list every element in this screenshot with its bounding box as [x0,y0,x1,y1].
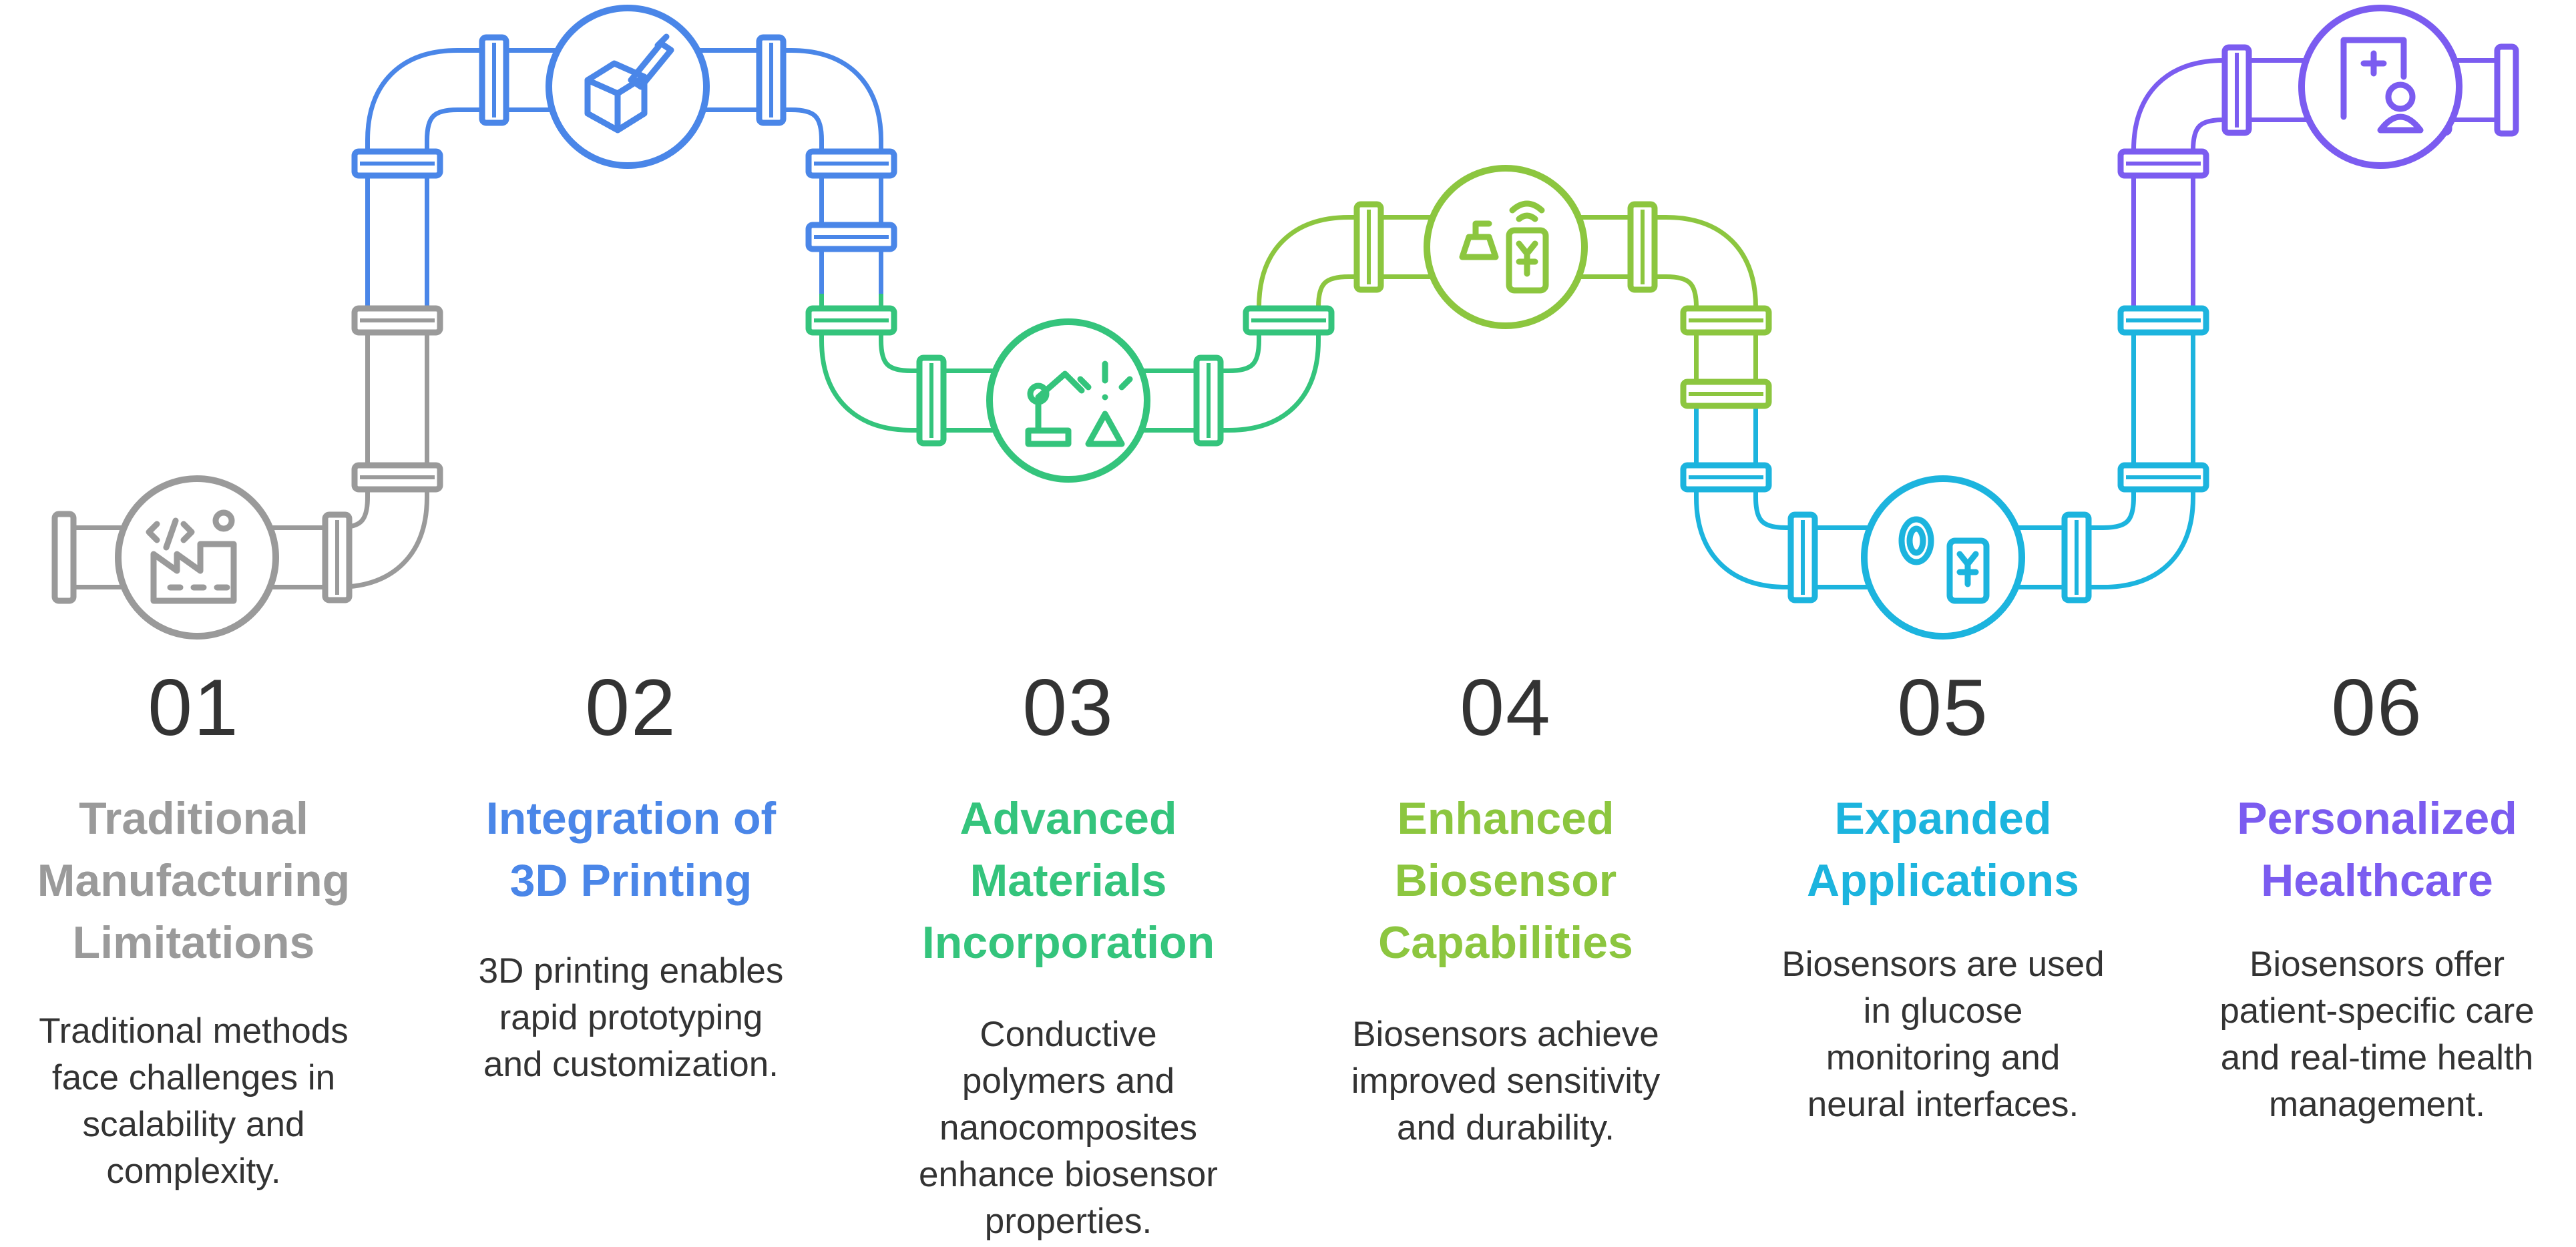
fingerprint-outer [1898,516,1934,565]
factory-shape [150,541,237,604]
step-description: Biosensors achieve improved sensitivity … [1319,1011,1693,1152]
desc-line: 3D printing enables [478,951,784,991]
step-title: Personalized Healthcare [2190,788,2564,912]
title-line: Personalized [2237,793,2517,844]
arm-shape [1025,370,1085,447]
desc-line: monitoring and [1826,1038,2061,1077]
wireless-sensor-icon [1424,165,1588,329]
pipe-segment-6-inner [2136,63,2511,314]
step-number: 05 [1897,663,1989,752]
step-number: 01 [148,663,240,752]
desc-line: complexity. [106,1152,281,1191]
title-line: Healthcare [2261,855,2493,906]
icon-circle [1861,475,2025,640]
3d-printer-icon [546,5,710,169]
desc-line: and real-time health [2220,1038,2534,1077]
desc-line: improved sensitivity [1351,1061,1661,1101]
step-icons [115,5,2462,640]
cone-shape [1085,411,1125,447]
desc-line: Biosensors are used [1781,945,2105,984]
phone-shape [1946,537,1990,604]
yen-symbol [1956,551,1979,587]
medical-patient-icon [2298,5,2462,169]
desc-line: Traditional methods [39,1011,349,1051]
title-line: Incorporation [921,917,1215,968]
step-title: Advanced Materials Incorporation [881,788,1255,974]
title-line: Traditional [79,793,308,844]
nozzle-shape [628,33,674,90]
pipe-end-flange-left [51,511,77,604]
fingerprint-phone-icon [1861,475,2025,640]
title-line: Expanded [1834,793,2052,844]
step-title: Integration of 3D Printing [444,788,818,912]
title-line: Integration of [485,793,777,844]
desc-line: in glucose [1863,991,2023,1031]
title-line: 3D Printing [509,855,753,906]
robot-arm-icon [986,318,1150,483]
desc-line: patient-specific care [2219,991,2535,1031]
title-line: Manufacturing [37,855,351,906]
title-line: Applications [1806,855,2080,906]
step-description: Conductive polymers and nanocomposites e… [881,1011,1255,1245]
title-line: Capabilities [1378,917,1633,968]
step-number: 03 [1022,663,1114,752]
code-brackets [146,517,195,551]
factory-icon [115,475,279,640]
pipeline [51,34,2519,604]
desc-line: properties. [984,1202,1152,1241]
step-number: 02 [585,663,677,752]
desc-line: and customization. [483,1045,779,1084]
desc-line: Biosensors offer [2249,945,2505,984]
step-description: Biosensors are used in glucose monitorin… [1756,941,2130,1128]
gear-circle [212,509,235,532]
desc-line: rapid prototyping [499,998,763,1037]
patient-head [2385,81,2416,112]
patient-body [2377,113,2424,134]
document-shape [2340,37,2407,120]
title-line: Biosensor [1394,855,1617,906]
title-line: Advanced [959,793,1177,844]
step-title: Enhanced Biosensor Capabilities [1319,788,1693,974]
desc-line: polymers and [961,1061,1175,1101]
step-description: 3D printing enables rapid prototyping an… [444,948,818,1088]
cube-shape [584,60,648,134]
icon-circle [986,318,1150,483]
desc-line: enhance biosensor [919,1155,1218,1194]
title-line: Materials [970,855,1167,906]
yen-symbol [1516,240,1538,277]
step-description: Traditional methods face challenges in s… [7,1008,381,1195]
desc-line: face challenges in [51,1058,336,1097]
pipe-end-flange-right [2494,43,2519,137]
title-line: Limitations [72,917,315,968]
desc-line: scalability and [82,1105,305,1144]
desc-line: management. [2268,1085,2486,1124]
step-number: 06 [2331,663,2423,752]
desc-line: Biosensors achieve [1352,1015,1659,1054]
desc-line: and durability. [1396,1108,1615,1148]
step-number: 04 [1460,663,1552,752]
title-line: Enhanced [1397,793,1615,844]
wifi-waves [1509,200,1545,222]
icon-circle [115,475,279,640]
desc-line: neural interfaces. [1807,1085,2079,1124]
fingerprint-inner [1906,525,1926,556]
icon-circle [2298,5,2462,169]
desc-line: nanocomposites [939,1108,1197,1148]
icon-circle [1424,165,1588,329]
dispenser-shape [1459,220,1499,260]
step-description: Biosensors offer patient-specific care a… [2190,941,2564,1128]
desc-line: Conductive [980,1015,1157,1054]
arm-joint [1027,383,1050,405]
spark-shape [1077,360,1133,401]
step-title: Expanded Applications [1756,788,2130,912]
phone-shape [1506,227,1549,294]
step-title: Traditional Manufacturing Limitations [7,788,381,974]
plus-symbol [2360,50,2387,77]
